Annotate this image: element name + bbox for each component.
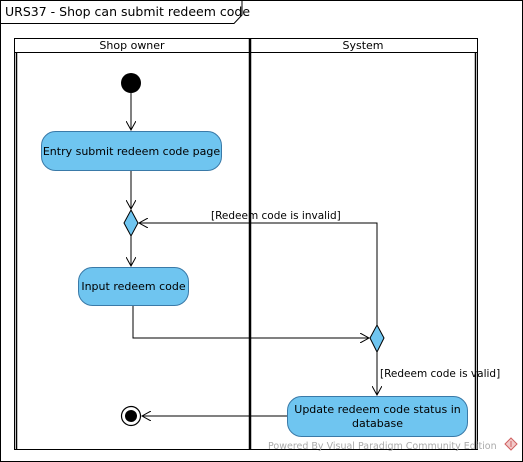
initial-node	[121, 73, 141, 93]
lane-label-shop-owner: Shop owner	[99, 39, 165, 52]
watermark-text: Powered By Visual Paradigm Community Edi…	[268, 441, 497, 452]
watermark-logo-icon	[504, 437, 518, 451]
final-node-inner	[125, 410, 137, 422]
lane-label-system: System	[342, 39, 383, 52]
action-input-redeem-code	[78, 267, 189, 306]
action-input-label: Input redeem code	[81, 280, 186, 293]
guard-valid: [Redeem code is valid]	[380, 368, 500, 380]
flow-input-to-decision	[132, 306, 369, 338]
flow-invalid-loop	[139, 223, 378, 325]
action-update-label-line1: Update redeem code status in	[294, 403, 460, 416]
frame-title: URS37 - Shop can submit redeem code	[5, 4, 250, 19]
action-entry-label: Entry submit redeem code page	[43, 145, 221, 158]
action-update-status	[287, 396, 468, 437]
frame-title-tab	[0, 0, 243, 24]
action-entry-submit-page	[41, 131, 222, 171]
action-update-label-line2: database	[352, 417, 403, 430]
swimlane-container	[14, 38, 478, 450]
guard-invalid: [Redeem code is invalid]	[211, 210, 341, 222]
